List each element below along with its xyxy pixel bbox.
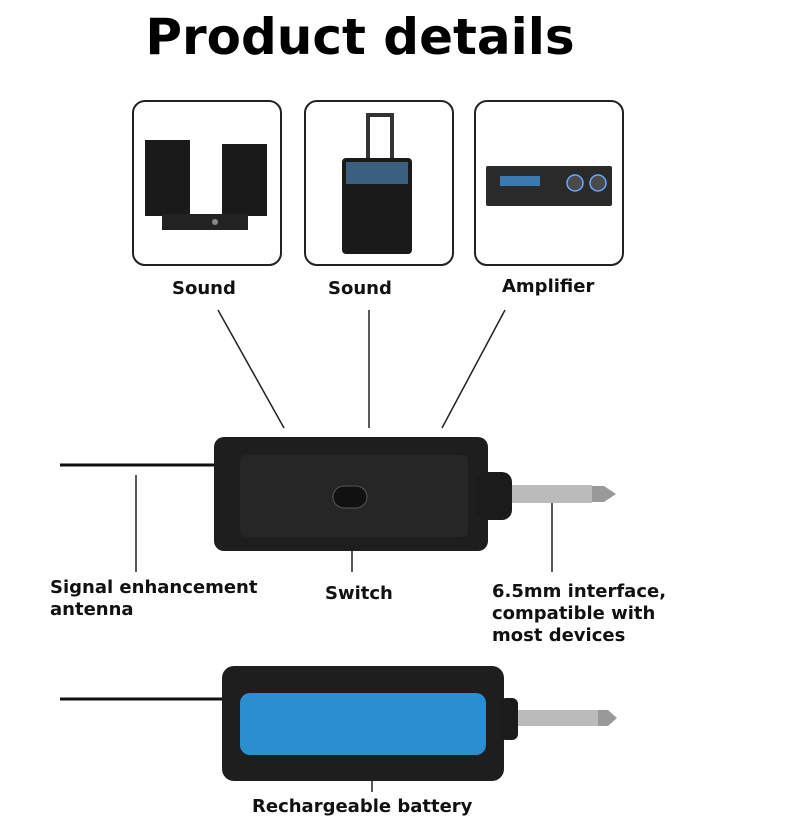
page-title: Product details [145,8,575,66]
label-antenna-line2: antenna [50,599,134,620]
portable-speaker-image [342,113,412,254]
label-battery: Rechargeable battery [252,796,473,817]
label-switch: Switch [325,583,393,604]
label-antenna-line1: Signal enhancement [50,577,258,598]
speakers-image [145,140,267,230]
label-sound-1: Sound [172,278,236,299]
battery-device [60,666,617,781]
label-amplifier: Amplifier [502,276,595,297]
label-interface-line1: 6.5mm interface, [492,581,667,602]
battery-image [240,693,486,755]
label-interface-line2: compatible with [492,603,656,624]
receiver-device [60,437,616,551]
label-sound-2: Sound [328,278,392,299]
label-interface-line3: most devices [492,625,626,646]
amplifier-image [486,166,612,206]
